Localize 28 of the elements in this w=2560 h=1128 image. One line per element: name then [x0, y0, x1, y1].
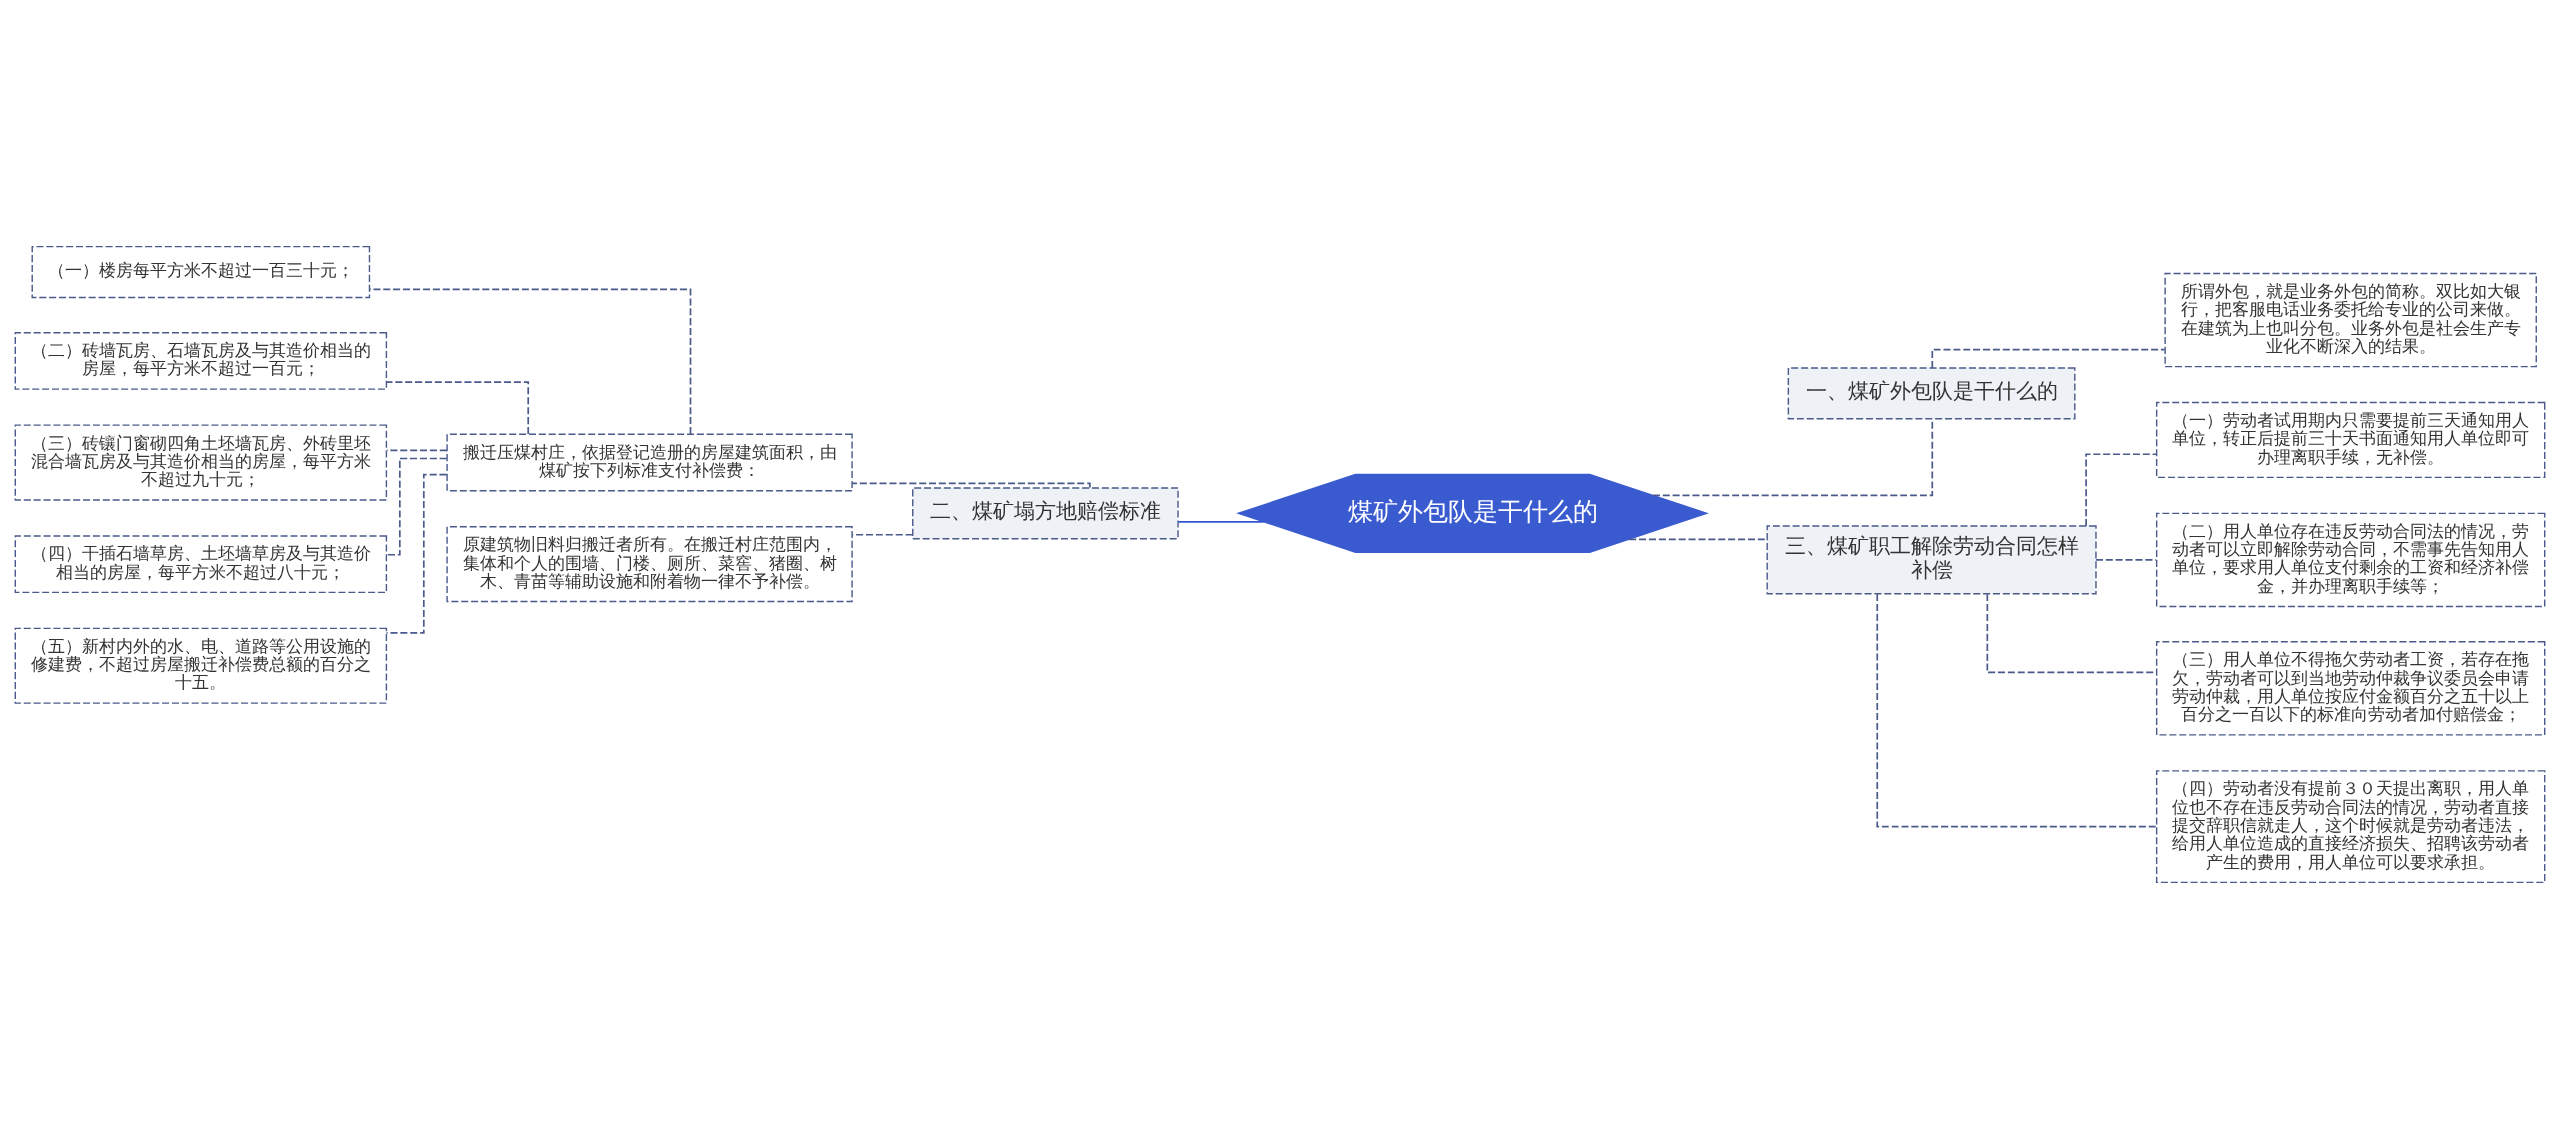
node-box: （三）用人单位不得拖欠劳动者工资，若存在拖欠，劳动者可以到当地劳动仲裁争议委员会申请劳动仲裁，用人单位按应付金额百分之五十以上百分之一百以下的标准向劳动者加付赔偿金； — [2155, 640, 2546, 736]
connector — [385, 473, 448, 634]
node-box: 搬迁压煤村庄，依据登记造册的房屋建筑面积，由煤矿按下列标准支付补偿费： — [446, 433, 853, 491]
node-box: （五）新村内外的水、电、道路等公用设施的修建费，不超过房屋搬迁补偿费总额的百分之十五。 — [14, 627, 388, 704]
connector — [851, 533, 914, 536]
node-box: （二）用人单位存在违反劳动合同法的情况，劳动者可以立即解除劳动合同，不需事先告知用人单位，要求用人单位支付剩余的工资和经济补偿金，并办理离职手续等； — [2155, 512, 2546, 607]
connector — [385, 380, 530, 435]
connector — [1876, 592, 2157, 827]
node-box: 一、煤矿外包队是干什么的 — [1787, 366, 2076, 419]
connector — [386, 449, 448, 451]
node-box: （一）楼房每平方米不超过一百三十元； — [31, 245, 371, 298]
node-box: （四）干插石墙草房、土坯墙草房及与其造价相当的房屋，每平方米不超过八十元； — [14, 534, 388, 593]
connector — [1177, 520, 1265, 523]
node-box: （四）劳动者没有提前３０天提出离职，用人单位也不存在违反劳动合同法的情况，劳动者直接提交辞职信就走人，这个时候就是劳动者违法，给用人单位造成的直接经济损失、招聘该劳动者产生的费用，用人单位可以要求承担。 — [2155, 769, 2546, 883]
node-box: 三、煤矿职工解除劳动合同怎样补偿 — [1766, 524, 2097, 594]
node-box: 所谓外包，就是业务外包的简称。双比如大银行，把客服电话业务委托给专业的公司来做。在建筑为上也叫分包。业务外包是社会生产专业化不断深入的结果。 — [2164, 272, 2537, 367]
connector — [2085, 452, 2158, 527]
node-box: （一）劳动者试用期内只需要提前三天通知用人单位，转正后提前三十天书面通知用人单位即可办理离职手续，无补偿。 — [2155, 401, 2546, 478]
node-box: （二）砖墙瓦房、石墙瓦房及与其造价相当的房屋，每平方米不超过一百元； — [14, 331, 388, 390]
connector — [851, 482, 1091, 488]
connector — [369, 288, 692, 435]
connector — [385, 457, 448, 556]
node-box: 二、煤矿塌方地赔偿标准 — [912, 486, 1179, 539]
connector — [1931, 348, 2166, 369]
connector — [1628, 537, 1768, 540]
node-box: 原建筑物旧料归搬迁者所有。在搬迁村庄范围内，集体和个人的围墙、门楼、厕所、菜窖、猪圈、树木、青苗等辅助设施和附着物一律不予补偿。 — [446, 525, 853, 602]
node-box: （三）砖镶门窗砌四角土坯墙瓦房、外砖里坯混合墙瓦房及与其造价相当的房屋，每平方米不超过九十元； — [14, 423, 388, 501]
connector — [2095, 558, 2157, 561]
